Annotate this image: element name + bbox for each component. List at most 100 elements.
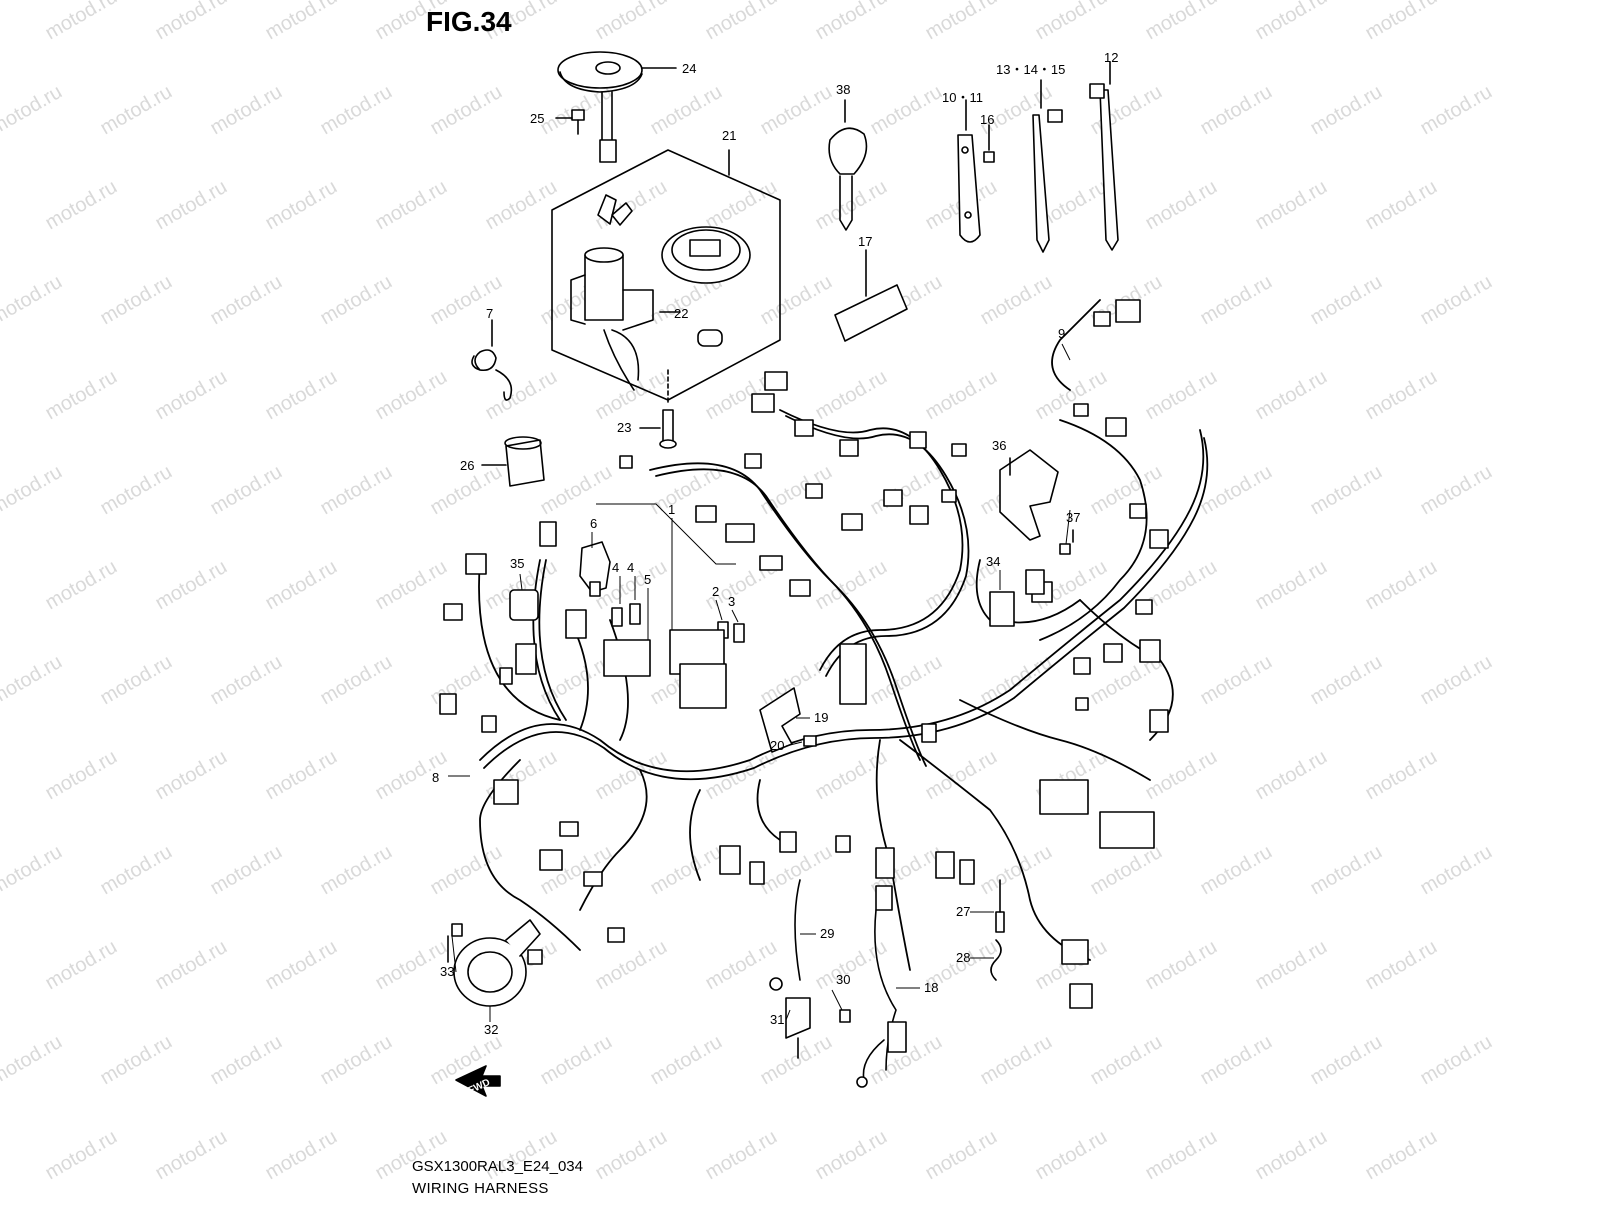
part-36-bracket bbox=[999, 449, 1074, 555]
watermark-text: motod.ru bbox=[1252, 0, 1331, 44]
callout-27: 27 bbox=[956, 904, 970, 919]
watermark-text: motod.ru bbox=[317, 651, 396, 710]
watermark-text: motod.ru bbox=[152, 556, 231, 615]
watermark-text: motod.ru bbox=[317, 1031, 396, 1090]
watermark-text: motod.ru bbox=[482, 366, 561, 425]
electrical-components bbox=[509, 541, 817, 753]
watermark-text: motod.ru bbox=[977, 651, 1056, 710]
watermark-text: motod.ru bbox=[0, 1031, 66, 1090]
callout-19: 19 bbox=[814, 710, 828, 725]
watermark-text: motod.ru bbox=[372, 366, 451, 425]
watermark-text: motod.ru bbox=[812, 1126, 891, 1185]
watermark-text: motod.ru bbox=[1142, 0, 1221, 44]
watermark-text: motod.ru bbox=[1032, 1126, 1111, 1185]
callout-20: 20 bbox=[770, 738, 784, 753]
watermark-text: motod.ru bbox=[1417, 81, 1496, 140]
watermark-text: motod.ru bbox=[42, 936, 121, 995]
watermark-text: motod.ru bbox=[757, 271, 836, 330]
watermark-text: motod.ru bbox=[1307, 841, 1386, 900]
watermark-text: motod.ru bbox=[1417, 461, 1496, 520]
watermark-text: motod.ru bbox=[207, 81, 286, 140]
callout-17: 17 bbox=[858, 234, 872, 249]
callout-25: 25 bbox=[530, 111, 544, 126]
watermark-text: motod.ru bbox=[207, 461, 286, 520]
callout-24: 24 bbox=[682, 61, 696, 76]
watermark-text: motod.ru bbox=[97, 81, 176, 140]
watermark-text: motod.ru bbox=[1307, 81, 1386, 140]
watermark-text: motod.ru bbox=[1142, 936, 1221, 995]
watermark-text: motod.ru bbox=[1307, 461, 1386, 520]
watermark-text: motod.ru bbox=[1417, 1031, 1496, 1090]
watermark-text: motod.ru bbox=[207, 841, 286, 900]
callout-5: 5 bbox=[644, 572, 651, 587]
watermark-text: motod.ru bbox=[812, 0, 891, 44]
callout-35: 35 bbox=[510, 556, 524, 571]
watermark-text: motod.ru bbox=[647, 81, 726, 140]
watermark-text: motod.ru bbox=[317, 461, 396, 520]
watermark-text: motod.ru bbox=[207, 651, 286, 710]
watermark-text: motod.ru bbox=[977, 841, 1056, 900]
watermark-text: motod.ru bbox=[0, 271, 66, 330]
watermark-text: motod.ru bbox=[42, 1126, 121, 1185]
watermark-text: motod.ru bbox=[372, 936, 451, 995]
watermark-text: motod.ru bbox=[1417, 841, 1496, 900]
watermark-text: motod.ru bbox=[1252, 746, 1331, 805]
watermark-text: motod.ru bbox=[537, 461, 616, 520]
watermark-text: motod.ru bbox=[757, 461, 836, 520]
watermark-text: motod.ru bbox=[1142, 366, 1221, 425]
harness-connectors bbox=[439, 299, 1169, 1009]
callout-29: 29 bbox=[820, 926, 834, 941]
watermark-text: motod.ru bbox=[97, 651, 176, 710]
watermark-text: motod.ru bbox=[262, 366, 341, 425]
part-25-bolt bbox=[555, 109, 585, 135]
watermark-text: motod.ru bbox=[152, 1126, 231, 1185]
watermark-text: motod.ru bbox=[152, 366, 231, 425]
watermark-text: motod.ru bbox=[97, 1031, 176, 1090]
watermark-text: motod.ru bbox=[1197, 841, 1276, 900]
watermark-text: motod.ru bbox=[757, 81, 836, 140]
callout-22: 22 bbox=[674, 306, 688, 321]
watermark-text: motod.ru bbox=[757, 1031, 836, 1090]
watermark-text: motod.ru bbox=[592, 936, 671, 995]
watermark-text: motod.ru bbox=[1032, 366, 1111, 425]
watermark-text: motod.ru bbox=[537, 1031, 616, 1090]
callout-3: 3 bbox=[728, 594, 735, 609]
watermark-text: motod.ru bbox=[152, 746, 231, 805]
part-23-screw bbox=[639, 369, 677, 449]
watermark-text: motod.ru bbox=[427, 651, 506, 710]
watermark-text: motod.ru bbox=[1362, 1126, 1441, 1185]
watermark-text: motod.ru bbox=[482, 176, 561, 235]
callout-33: 33 bbox=[440, 964, 454, 979]
callout-28: 28 bbox=[956, 950, 970, 965]
watermark-text: motod.ru bbox=[427, 271, 506, 330]
callout-32: 32 bbox=[484, 1022, 498, 1037]
watermark-text: motod.ru bbox=[42, 176, 121, 235]
callout-18: 18 bbox=[924, 980, 938, 995]
callout-4a: 4 bbox=[612, 560, 619, 575]
callout-1: 1 bbox=[668, 502, 675, 517]
watermark-text: motod.ru bbox=[1252, 936, 1331, 995]
watermark-text: motod.ru bbox=[1362, 746, 1441, 805]
watermark-text: motod.ru bbox=[262, 936, 341, 995]
watermark-text: motod.ru bbox=[372, 1126, 451, 1185]
watermark-text: motod.ru bbox=[1307, 271, 1386, 330]
watermark-text: motod.ru bbox=[592, 366, 671, 425]
watermark-text: motod.ru bbox=[702, 746, 781, 805]
watermark-text: motod.ru bbox=[42, 556, 121, 615]
watermark-text: motod.ru bbox=[372, 176, 451, 235]
watermark-text: motod.ru bbox=[427, 81, 506, 140]
part-17-pad bbox=[834, 249, 908, 342]
watermark-text: motod.ru bbox=[702, 1126, 781, 1185]
watermark-text: motod.ru bbox=[152, 176, 231, 235]
watermark-text: motod.ru bbox=[702, 176, 781, 235]
watermark-text: motod.ru bbox=[0, 81, 66, 140]
watermark-text: motod.ru bbox=[922, 0, 1001, 44]
watermark-text: motod.ru bbox=[1197, 461, 1276, 520]
part-38-key bbox=[828, 99, 868, 231]
figure-title: FIG.34 bbox=[426, 6, 512, 37]
figure-code: GSX1300RAL3_E24_034 bbox=[412, 1158, 583, 1175]
watermark-text: motod.ru bbox=[152, 936, 231, 995]
callout-9: 9 bbox=[1058, 326, 1065, 341]
